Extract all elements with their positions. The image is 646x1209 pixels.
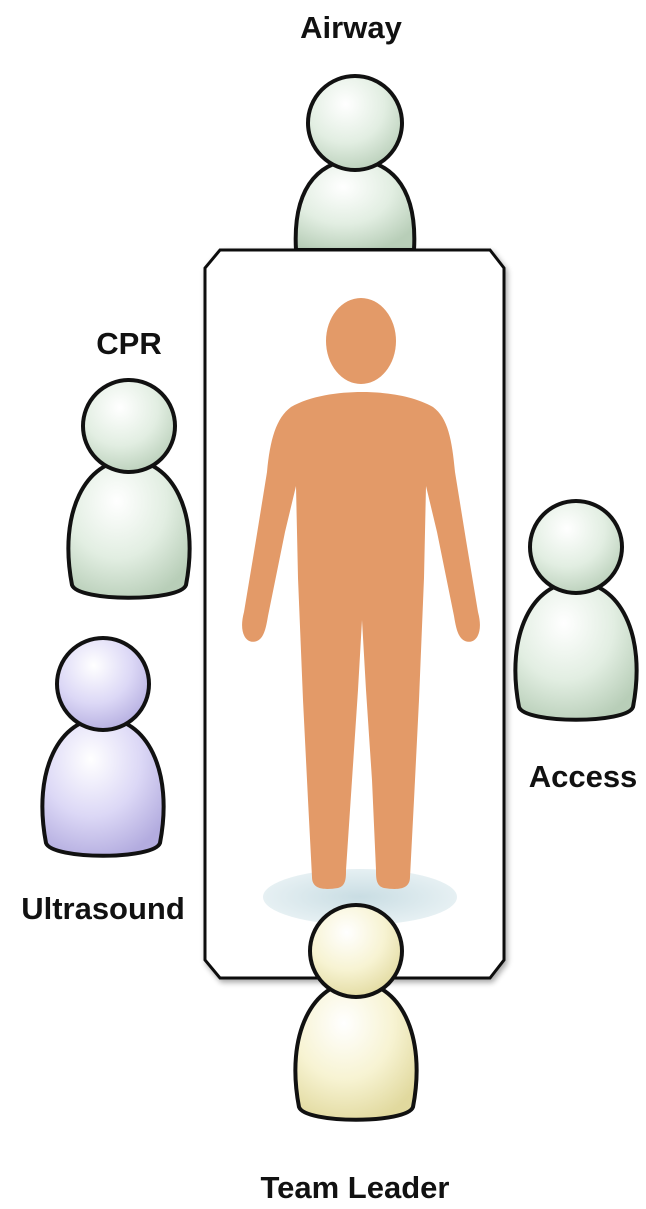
label-ultrasound: Ultrasound xyxy=(21,891,185,926)
label-airway: Airway xyxy=(300,10,402,45)
person-icon-team-leader xyxy=(295,905,416,1120)
person-icon-airway xyxy=(296,76,415,250)
label-access: Access xyxy=(529,759,638,794)
person-icon-access xyxy=(515,501,636,720)
label-cpr: CPR xyxy=(96,326,161,361)
label-team-leader: Team Leader xyxy=(261,1170,450,1205)
person-icon-ultrasound xyxy=(42,638,163,856)
person-icon-cpr xyxy=(68,380,189,598)
